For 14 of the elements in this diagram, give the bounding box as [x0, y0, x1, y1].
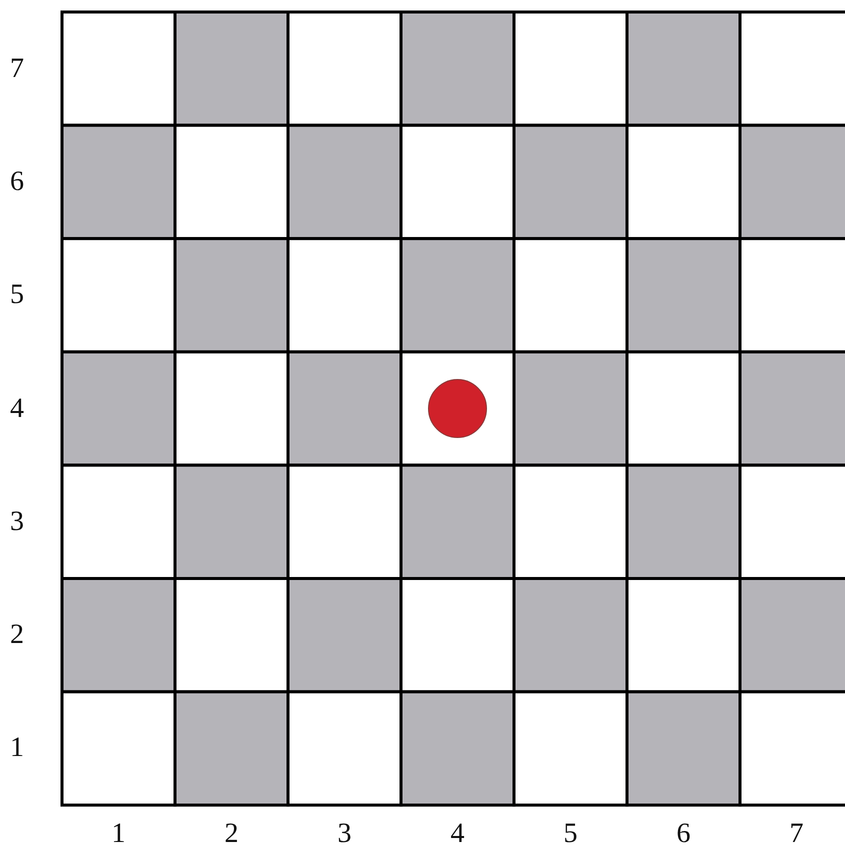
axis-label: 3	[10, 506, 24, 538]
axis-label: 5	[564, 818, 578, 850]
axis-label: 3	[338, 818, 352, 850]
axis-label: 1	[112, 818, 126, 850]
axis-label: 4	[10, 392, 24, 425]
axis-label: 2	[10, 619, 24, 652]
axis-label: 2	[224, 818, 238, 850]
axis-label: 7	[10, 52, 24, 85]
axis-label: 1	[10, 732, 24, 764]
axis-label: 6	[676, 818, 690, 850]
axis-label: 7	[790, 818, 804, 850]
axis-label: 4	[450, 818, 464, 850]
axis-label: 6	[10, 166, 24, 198]
axis-label: 5	[10, 279, 24, 312]
